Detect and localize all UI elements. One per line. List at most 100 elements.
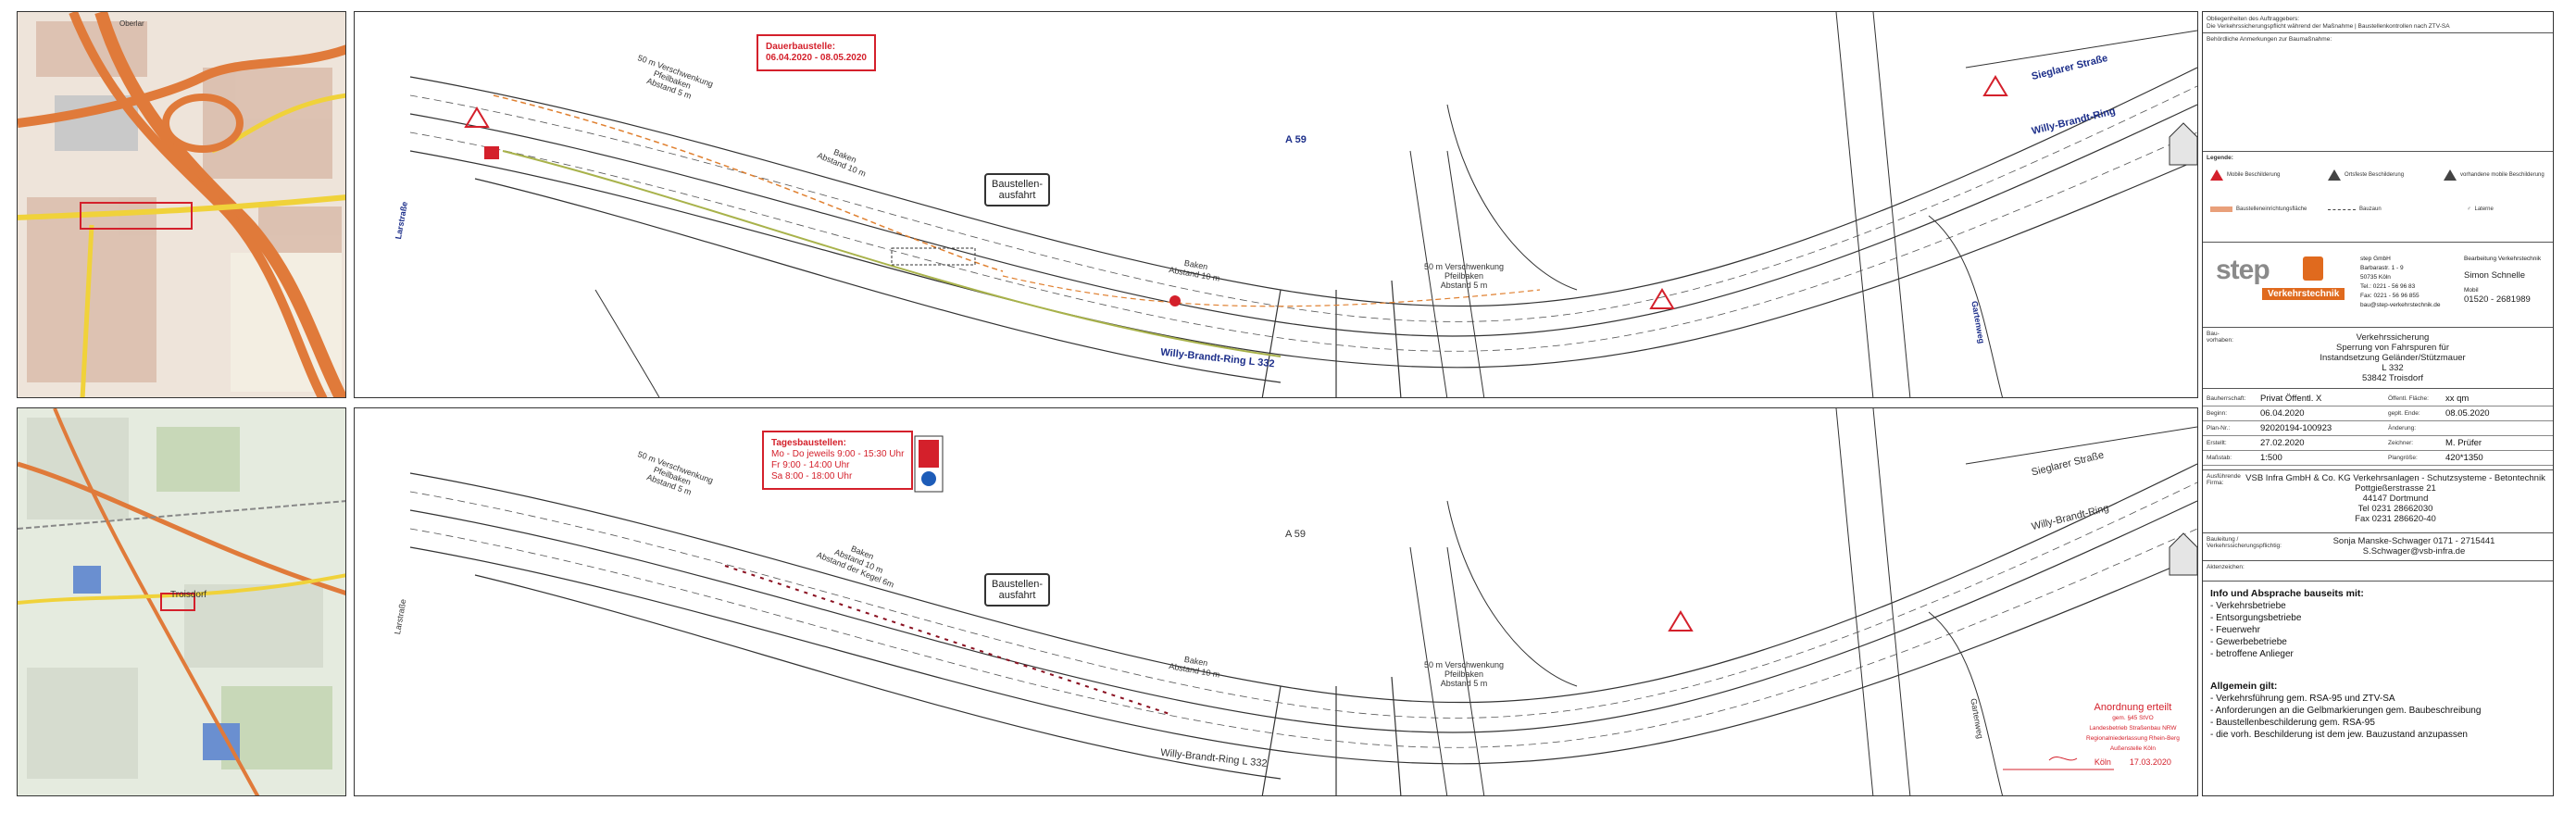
- tb-top-note-2: Die Verkehrssicherungspflicht während de…: [2207, 23, 2450, 30]
- company-tel: Tel.: 0221 - 56 96 83: [2360, 283, 2416, 290]
- tb-top-note-1: Obliegenheiten des Auftraggebers:: [2207, 16, 2300, 22]
- company-city: 50735 Köln: [2360, 274, 2391, 281]
- project-line1: Verkehrssicherung: [2356, 332, 2430, 343]
- road-a59-bottom: A 59: [1285, 529, 1307, 540]
- company-logo-mark-icon: [2303, 256, 2323, 281]
- site-manager-block: Sonja Manske-Schwager 0171 - 2715441 S.S…: [2277, 536, 2551, 557]
- legend-fence: Bauzaun: [2328, 206, 2382, 212]
- merge-label-bottom-2-line1: 50 m Verschwenkung: [1424, 660, 1505, 669]
- legend-lantern: ♂ Laterne: [2467, 206, 2494, 212]
- project-field-label: Bauherrschaft:: [2207, 395, 2246, 402]
- mobile-sign-icon: [2210, 169, 2223, 181]
- tb-remarks-label: Behördliche Anmerkungen zur Baumaßnahme:: [2207, 36, 2332, 43]
- project-field-value: 27.02.2020: [2260, 438, 2305, 448]
- authority-stamp-title: Anordnung erteilt: [2094, 702, 2172, 713]
- project-description: Verkehrssicherung Sperrung von Fahrspure…: [2240, 332, 2545, 383]
- site-exit-sign-bottom-line2: ausfahrt: [998, 590, 1036, 601]
- general-rules: Allgemein gilt: - Verkehrsführung gem. R…: [2210, 681, 2481, 741]
- project-field-value-2: 420*1350: [2445, 453, 2483, 463]
- merge-label-top-2-line1: 50 m Verschwenkung: [1424, 262, 1505, 271]
- info-item: - betroffene Anlieger: [2210, 649, 2294, 659]
- project-field-label-2: geplt. Ende:: [2388, 410, 2420, 417]
- daily-site-notice-weekdays: Mo - Do jeweils 9:00 - 15:30 Uhr: [771, 449, 905, 459]
- company-logo-sub: Verkehrstechnik: [2262, 288, 2345, 300]
- project-field-label: Maßstab:: [2207, 455, 2232, 461]
- company-contact-name: Simon Schnelle: [2464, 270, 2526, 281]
- site-manager-label: Bauleitung / Verkehrssicherungspflichtig…: [2207, 536, 2282, 549]
- site-exit-sign-bottom-line1: Baustellen-: [992, 579, 1044, 590]
- project-field-label-2: Öffentl. Fläche:: [2388, 395, 2429, 402]
- legend-mobile-signs: Mobile Beschilderung: [2210, 169, 2280, 181]
- company-mobile: 01520 - 2681989: [2464, 294, 2531, 305]
- general-item: - Anforderungen an die Gelbmarkierungen …: [2210, 706, 2482, 716]
- project-line5: 53842 Troisdorf: [2361, 373, 2423, 383]
- project-field-value: Privat Öffentl. X: [2260, 394, 2322, 404]
- project-field-label: Plan-Nr.:: [2207, 425, 2231, 432]
- site-area-swatch: [2210, 206, 2232, 212]
- traffic-plan-bottom: Tagesbaustellen: Mo - Do jeweils 9:00 - …: [354, 407, 2198, 796]
- authority-stamp-agency: Landesbetrieb Straßenbau NRW: [2089, 725, 2177, 732]
- overview-map-top: Oberlar: [17, 11, 346, 398]
- company-name: step GmbH: [2360, 256, 2391, 262]
- merge-label-top-2: 50 m Verschwenkung Pfeilbaken Abstand 5 …: [1424, 262, 1504, 290]
- site-manager-email: S.Schwager@vsb-infra.de: [2362, 546, 2466, 557]
- company-contact-label: Bearbeitung Verkehrstechnik: [2464, 256, 2542, 262]
- company-contact: Bearbeitung Verkehrstechnik Simon Schnel…: [2464, 255, 2541, 305]
- overview-map-top-graphic: [18, 12, 345, 397]
- overview-map-bottom: Troisdorf: [17, 407, 346, 796]
- project-field-row: Erstellt: 27.02.2020 Zeichner: M. Prüfer: [2203, 436, 2553, 451]
- company-street: Barbarastr. 1 - 9: [2360, 265, 2404, 271]
- info-item: - Feuerwehr: [2210, 625, 2260, 635]
- fixed-sign-icon: [2328, 169, 2341, 181]
- project-line3: Instandsetzung Geländer/Stützmauer: [2320, 353, 2466, 363]
- project-field-value: 92020194-100923: [2260, 423, 2332, 433]
- project-field-value: 06.04.2020: [2260, 408, 2305, 419]
- daily-site-notice-saturday: Sa 8:00 - 18:00 Uhr: [771, 471, 853, 482]
- permanent-site-notice: Dauerbaustelle: 06.04.2020 - 08.05.2020: [757, 34, 876, 71]
- info-item: - Verkehrsbetriebe: [2210, 601, 2286, 611]
- project-field-value-2: M. Prüfer: [2445, 438, 2482, 448]
- project-field-row: Maßstab: 1:500 Plangröße: 420*1350: [2203, 451, 2553, 466]
- contractor-tel: Tel 0231 28662030: [2357, 504, 2433, 514]
- permanent-site-notice-title: Dauerbaustelle:: [766, 42, 836, 52]
- general-title: Allgemein gilt:: [2210, 681, 2278, 692]
- legend-site-area: Baustelleneinrichtungsfläche: [2210, 206, 2307, 212]
- authority-stamp-date: 17.03.2020: [2129, 757, 2171, 767]
- contractor-name: VSB Infra GmbH & Co. KG Verkehrsanlagen …: [2245, 473, 2545, 483]
- project-field-row: Bauherrschaft: Privat Öffentl. X Öffentl. …: [2203, 392, 2553, 406]
- road-a59-top: A 59: [1285, 134, 1307, 145]
- merge-label-bottom-2: 50 m Verschwenkung Pfeilbaken Abstand 5 …: [1424, 660, 1504, 688]
- project-field-value: 1:500: [2260, 453, 2282, 463]
- traffic-plan-bottom-drawing: [409, 408, 2197, 795]
- company-fax: Fax: 0221 - 56 96 855: [2360, 293, 2420, 299]
- project-field-label: Beginn:: [2207, 410, 2228, 417]
- authority-stamp-region: Regionalniederlassung Rhein-Berg: [2086, 735, 2180, 742]
- site-exit-sign-top: Baustellen- ausfahrt: [984, 173, 1051, 206]
- contractor-block: VSB Infra GmbH & Co. KG Verkehrsanlagen …: [2240, 473, 2551, 524]
- contractor-fax: Fax 0231 286620-40: [2355, 514, 2436, 524]
- project-field-label-2: Plangröße:: [2388, 455, 2418, 461]
- project-field-label: Erstellt:: [2207, 440, 2227, 446]
- legend-fixed-signs-label: Ortsfeste Beschilderung: [2345, 172, 2405, 178]
- authority-stamp-law: gem. §45 StVO: [2112, 715, 2154, 721]
- company-logo-main: step: [2216, 255, 2270, 285]
- authority-stamp-city: Köln: [2094, 757, 2111, 767]
- existing-mobile-sign-icon: [2444, 169, 2457, 181]
- project-line4: L 332: [2382, 363, 2404, 373]
- project-field-label-2: Zeichner:: [2388, 440, 2414, 446]
- map-label-troisdorf: Troisdorf: [170, 590, 207, 600]
- legend-site-area-label: Baustelleneinrichtungsfläche: [2236, 206, 2307, 212]
- legend-lantern-label: Laterne: [2474, 206, 2494, 212]
- legend-existing-mobile-signs-label: vorhandene mobile Beschilderung: [2460, 172, 2545, 178]
- site-exit-sign-bottom: Baustellen- ausfahrt: [984, 573, 1051, 607]
- traffic-plan-top: Dauerbaustelle: 06.04.2020 - 08.05.2020 …: [354, 11, 2198, 398]
- project-label: Bau-vorhaben:: [2207, 331, 2233, 344]
- legend-existing-mobile-signs: vorhandene mobile Beschilderung: [2444, 169, 2545, 181]
- permanent-site-notice-dates: 06.04.2020 - 08.05.2020: [766, 53, 867, 63]
- authority-stamp-office: Außenstelle Köln: [2109, 745, 2156, 752]
- company-address: step GmbH Barbarastr. 1 - 9 50735 Köln T…: [2360, 255, 2440, 310]
- project-line2: Sperrung von Fahrspuren für: [2336, 343, 2449, 353]
- traffic-plan-top-drawing: [409, 12, 2197, 397]
